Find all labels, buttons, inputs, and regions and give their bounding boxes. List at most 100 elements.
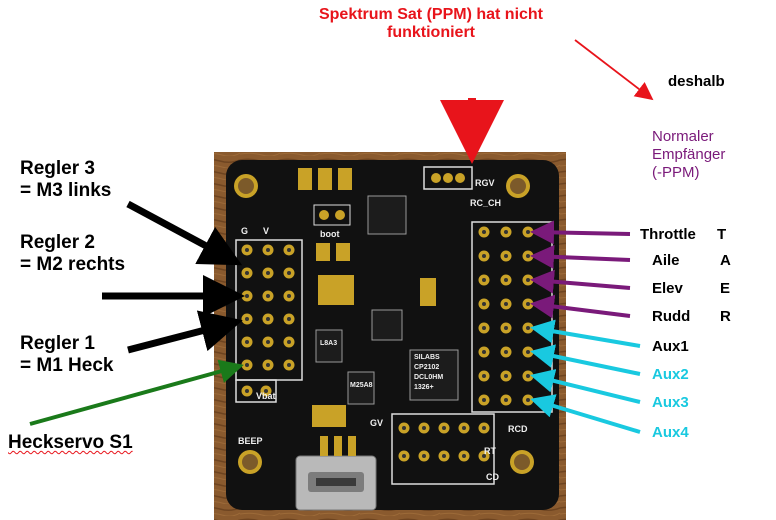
silk-chip-4: 1326+ [414, 384, 434, 391]
regler1-label: Regler 1 = M1 Heck [20, 333, 113, 377]
rc-pin-hole [504, 278, 508, 282]
rc-pin-hole [482, 398, 486, 402]
rc-pin-hole [504, 254, 508, 258]
channel-arrows [530, 220, 641, 434]
bottom-header-pins [398, 422, 490, 462]
channel-label-aux4: Aux4 [652, 424, 689, 441]
silk-rcd: RCD [508, 424, 528, 434]
deshalb-label: deshalb [668, 73, 725, 90]
channel-letter-r: R [720, 308, 731, 325]
rc-pin-hole [526, 326, 530, 330]
ic-chips [312, 195, 459, 427]
channel-label-elev: Elev [652, 280, 683, 297]
left-pin-hole [245, 271, 249, 275]
boot-pads [298, 168, 352, 261]
regler3-line1: Regler 3 [20, 158, 95, 179]
red-arrow-deshalb [574, 39, 654, 101]
rc-pin-hole [482, 350, 486, 354]
left-pin-hole [287, 271, 291, 275]
rc-pin-hole [504, 374, 508, 378]
left-pin-hole [287, 340, 291, 344]
left-pin-hole [266, 294, 270, 298]
ppm-note: Spektrum Sat (PPM) hat nicht funktionier… [300, 6, 562, 43]
arrow-heckservo [29, 359, 244, 426]
arrow-channel-aile [530, 244, 631, 269]
bottom-pin-hole [442, 426, 446, 430]
silk-rt: RT [484, 446, 496, 456]
left-pin-hole [266, 340, 270, 344]
normal-line3: (-PPM) [652, 164, 700, 181]
regler3-label: Regler 3 = M3 links [20, 158, 111, 202]
arrow-regler1 [127, 310, 243, 354]
silk-chip-1: SILABS [414, 354, 440, 361]
regler2-line2: = M2 rechts [20, 253, 126, 275]
rc-pin-hole [482, 374, 486, 378]
rc-pin-hole [482, 302, 486, 306]
channel-label-rudd: Rudd [652, 308, 691, 325]
left-pin-hole [266, 317, 270, 321]
bottom-pin-hole [422, 454, 426, 458]
left-pin-hole [287, 248, 291, 252]
left-pin-hole [264, 389, 268, 393]
ppm-note-line1: Spektrum Sat (PPM) hat nicht [318, 6, 544, 23]
rc-pin-hole [504, 302, 508, 306]
normal-line1: Normaler [652, 128, 714, 145]
normal-receiver-note: Normaler Empfänger (-PPM) [652, 128, 725, 182]
silk-chip-2: CP2102 [414, 364, 440, 371]
silk-beep: BEEP [238, 436, 263, 446]
channel-letter-t: T [717, 226, 727, 243]
bottom-header-block [391, 413, 495, 485]
arrow-channel-aux4 [530, 394, 641, 434]
silk-boot: boot [320, 229, 340, 239]
arrow-channel-elev [530, 269, 631, 294]
left-pin-hole [266, 248, 270, 252]
bottom-pin-hole [442, 454, 446, 458]
regler1-line2: = M1 Heck [20, 354, 114, 376]
heckservo-text: Heckservo S1 [8, 432, 133, 453]
left-pin-hole [245, 363, 249, 367]
rc-pin-hole [504, 350, 508, 354]
bottom-pin-hole [482, 426, 486, 430]
left-pin-hole [287, 294, 291, 298]
rc-pin-hole [504, 230, 508, 234]
rc-pin-hole [526, 302, 530, 306]
left-pin-hole [245, 317, 249, 321]
rc-pin-hole [482, 254, 486, 258]
silk-gv: GV [370, 418, 384, 428]
left-pin-hole [245, 340, 249, 344]
bottom-pin-hole [482, 454, 486, 458]
left-pin-hole [287, 363, 291, 367]
bottom-pin-hole [422, 426, 426, 430]
normal-line2: Empfänger [652, 146, 726, 163]
channel-label-aux3: Aux3 [652, 394, 689, 411]
regler1-line1: Regler 1 [20, 333, 95, 354]
bottom-pin-hole [462, 426, 466, 430]
left-pin-hole [245, 389, 249, 393]
rc-pin-hole [504, 326, 508, 330]
usb-connector [295, 436, 377, 511]
silk-g: G [241, 226, 249, 236]
channel-label-throttle: Throttle [640, 226, 696, 243]
silk-rc-ch: RC_CH [470, 198, 502, 208]
rc-pin-hole [526, 350, 530, 354]
rc-pin-hole [526, 254, 530, 258]
silk-cd: CD [486, 472, 499, 482]
heckservo-label: Heckservo S1 [8, 432, 133, 454]
arrow-channel-aux1 [530, 319, 641, 348]
rc-pin-hole [526, 278, 530, 282]
silk-vbat: Vbat [256, 391, 276, 401]
rc-pin-hole [526, 230, 530, 234]
left-pin-hole [266, 271, 270, 275]
left-pin-hole [287, 317, 291, 321]
rc-pin-hole [482, 326, 486, 330]
left-pin-hole [245, 294, 249, 298]
silk-chip-small: L8A3 [320, 340, 338, 347]
silk-chip-3: DCL0HM [414, 374, 444, 381]
rc-pin-hole [482, 278, 486, 282]
bottom-pin-hole [402, 454, 406, 458]
mounting-holes [234, 174, 534, 474]
regler2-line1: Regler 2 [20, 232, 95, 253]
arrow-regler3 [126, 200, 243, 266]
